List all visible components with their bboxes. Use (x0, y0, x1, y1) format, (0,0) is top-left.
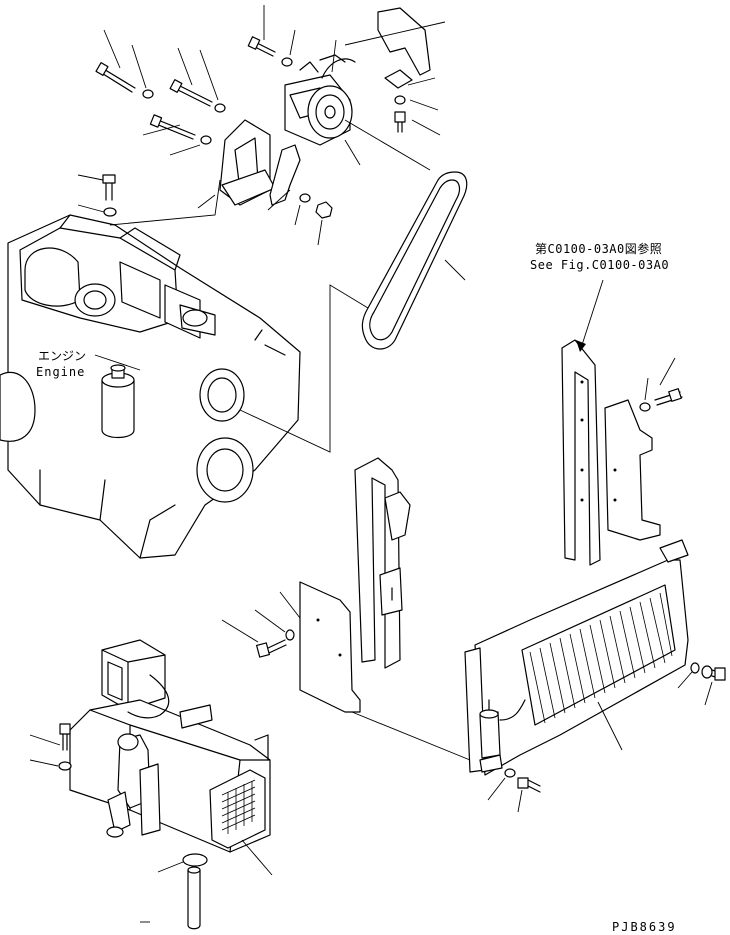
condenser (464, 539, 726, 793)
drawing-code: PJB8639 (612, 920, 677, 934)
air-conditioner-unit (58, 639, 271, 930)
engine-label-english: Engine (36, 365, 86, 379)
leader-lines (29, 5, 713, 923)
condenser-brackets (256, 279, 683, 761)
v-belt (361, 171, 468, 350)
engine-label-japanese: エンジン (38, 349, 87, 363)
compressor-assembly (95, 7, 446, 219)
engine (0, 214, 301, 559)
reference-note-english: See Fig.C0100-03A0 (530, 258, 670, 272)
reference-note-japanese: 第C0100-03A0図参照 (535, 242, 663, 256)
